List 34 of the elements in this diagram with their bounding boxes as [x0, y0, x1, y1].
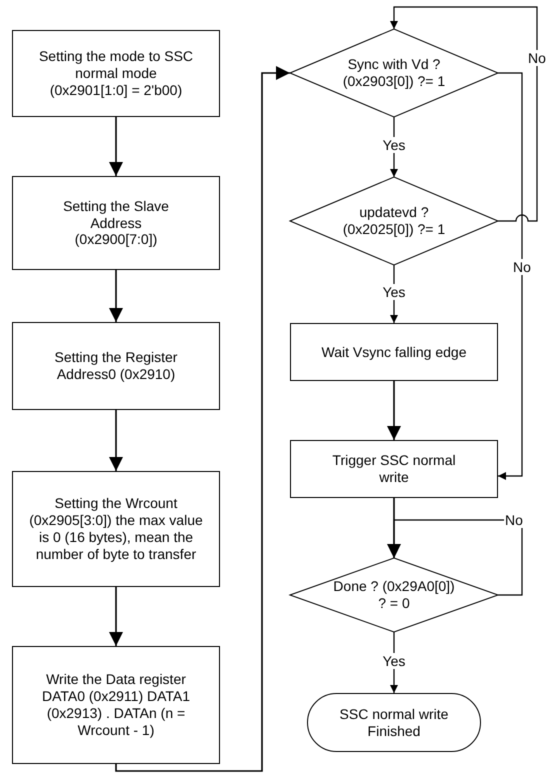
node-text: Done ? (0x29A0[0]) ? = 0 [332, 578, 456, 612]
node-text: Trigger SSC normal write [331, 452, 457, 486]
node-text: Setting the Slave Address (0x2900[7:0]) [62, 198, 170, 248]
arrow [498, 72, 523, 480]
arrow [109, 587, 123, 646]
edge-label: No [504, 512, 524, 528]
node-text: Sync with Vd ? (0x2903[0]) ?= 1 [342, 56, 446, 90]
arrow [109, 117, 123, 176]
node-text: Write the Data register DATA0 (0x2911) DATA1 (0x2913) . DATAn (n = Wrcount - 1) [40, 671, 192, 739]
node-text: Setting the Wrcount (0x2905[3:0]) the max value is 0 (16 bytes), mean the number of byte to transfer [28, 495, 204, 563]
node-text: Setting the mode to SSC normal mode (0x2901[1:0] = 2'b00) [38, 48, 194, 99]
node-text: updatevd ? (0x2025[0]) ?= 1 [342, 204, 446, 238]
arrow [390, 519, 523, 596]
edge-label: No [512, 259, 532, 275]
edge-label: No [527, 50, 547, 66]
process-box [12, 176, 220, 270]
process-box [290, 323, 498, 381]
process-box [12, 30, 220, 117]
arrow [109, 270, 123, 322]
node-text: SSC normal write Finished [338, 706, 450, 740]
process-box [290, 440, 498, 498]
process-box [12, 646, 220, 764]
edge-label: Yes [382, 284, 406, 300]
arrow [115, 66, 290, 772]
process-box [12, 322, 220, 410]
node-text: Setting the Register Address0 (0x2910) [54, 349, 178, 383]
process-box [12, 471, 220, 587]
node-text: Wait Vsync falling edge [320, 344, 468, 360]
edge-label: Yes [382, 137, 406, 153]
edge-label: Yes [382, 653, 406, 669]
arrow [109, 410, 123, 471]
arrow [387, 498, 401, 558]
arrow [390, 6, 538, 222]
arrow [387, 381, 401, 440]
